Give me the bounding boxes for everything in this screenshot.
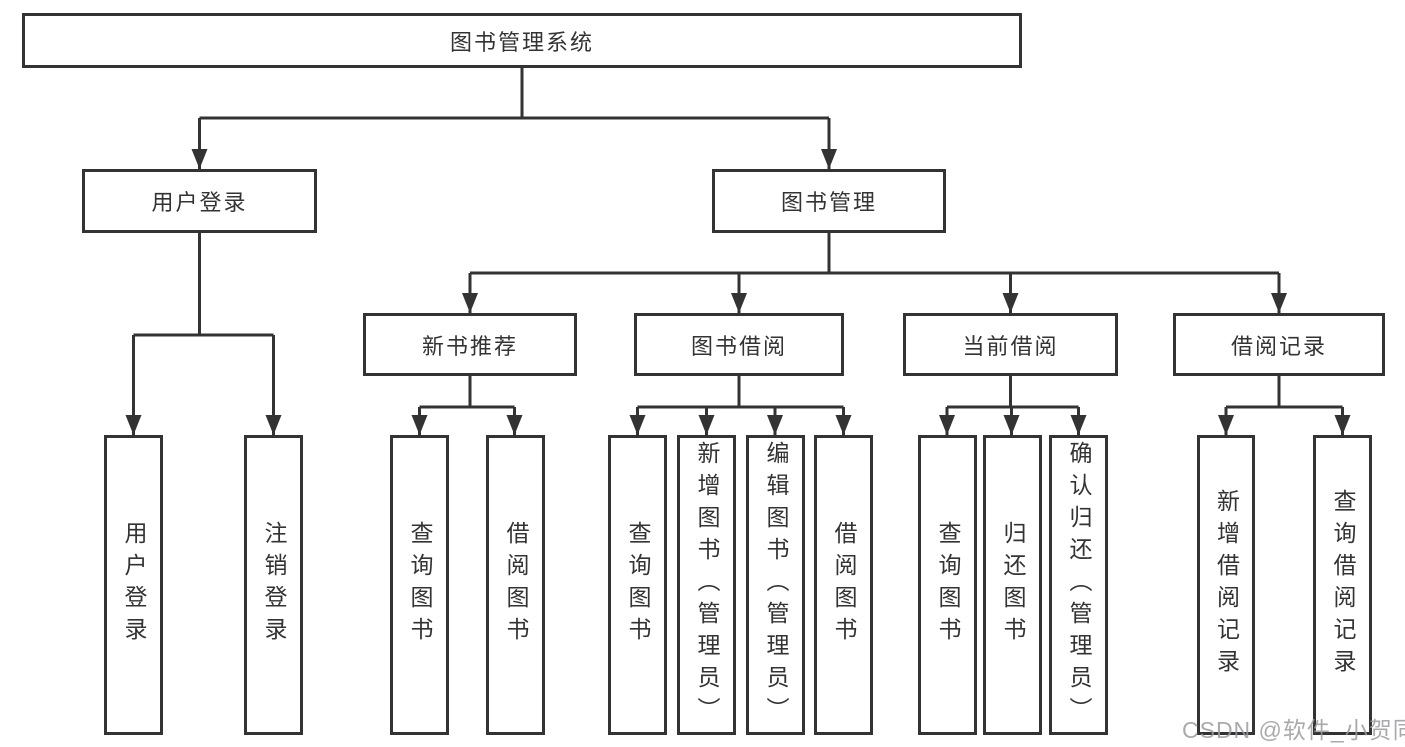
leaf-borrow-edit-books-admin: 编辑图书（管理员）: [746, 435, 805, 735]
leaf-label: 编辑图书（管理员）: [763, 441, 789, 729]
leaf-label: 查询图书: [935, 521, 961, 649]
node-borrow-records: 借阅记录: [1173, 313, 1385, 376]
leaf-newbook-borrow-books: 借阅图书: [486, 435, 545, 735]
node-current-borrow: 当前借阅: [903, 313, 1118, 376]
node-label: 图书管理系统: [449, 29, 594, 55]
leaf-label: 用户登录: [121, 521, 147, 649]
leaf-label: 新增借阅记录: [1213, 489, 1240, 681]
leaf-user-login: 用户登录: [104, 435, 163, 735]
leaf-label: 新增图书（管理员）: [694, 441, 720, 729]
node-label: 借阅记录: [1230, 333, 1327, 359]
leaf-records-add: 新增借阅记录: [1197, 435, 1255, 735]
leaf-label: 借阅图书: [503, 521, 529, 649]
leaf-records-query: 查询借阅记录: [1313, 435, 1372, 735]
leaf-label: 查询图书: [625, 521, 651, 649]
leaf-borrow-add-books-admin: 新增图书（管理员）: [677, 435, 736, 735]
node-label: 图书管理: [780, 190, 877, 215]
node-book-management: 图书管理: [712, 169, 946, 233]
node-label: 图书借阅: [690, 333, 787, 359]
watermark: CSDN @软件_小贺同学: [1182, 717, 1405, 743]
node-new-book-recommend: 新书推荐: [363, 313, 577, 376]
node-label: 用户登录: [151, 190, 248, 215]
leaf-label: 查询图书: [407, 521, 433, 649]
leaf-borrow-borrow-books: 借阅图书: [814, 435, 873, 735]
leaf-label: 借阅图书: [831, 521, 857, 649]
leaf-logout: 注销登录: [244, 435, 303, 735]
node-user-login: 用户登录: [82, 169, 317, 233]
leaf-label: 归还图书: [1000, 521, 1026, 649]
node-root: 图书管理系统: [22, 13, 1022, 68]
leaf-current-return-books: 归还图书: [983, 435, 1042, 735]
leaf-label: 确认归还（管理员）: [1066, 441, 1092, 729]
leaf-current-query-books: 查询图书: [918, 435, 977, 735]
leaf-current-confirm-return-admin: 确认归还（管理员）: [1049, 435, 1108, 735]
node-book-borrow: 图书借阅: [634, 313, 844, 376]
node-label: 新书推荐: [421, 333, 518, 359]
leaf-borrow-query-books: 查询图书: [608, 435, 667, 735]
leaf-label: 注销登录: [261, 521, 287, 649]
node-label: 当前借阅: [962, 333, 1059, 359]
leaf-label: 查询借阅记录: [1330, 489, 1356, 681]
leaf-newbook-query-books: 查询图书: [390, 435, 449, 735]
